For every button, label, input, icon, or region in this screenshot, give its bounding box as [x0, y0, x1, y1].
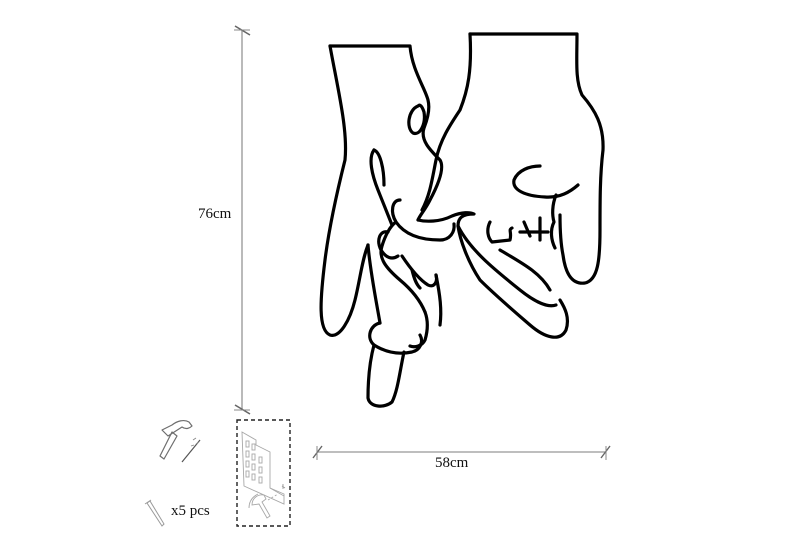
- nail-icon: [144, 499, 165, 527]
- hands-line-art: [319, 32, 605, 408]
- height-label: 76cm: [198, 206, 232, 222]
- hammer-icon: [159, 419, 201, 463]
- width-dimension-line: [312, 445, 611, 460]
- wall-mount-icon: [236, 419, 291, 527]
- height-dimension-line: [234, 25, 251, 415]
- nail-count-label: x5 pcs: [171, 503, 210, 519]
- width-label: 58cm: [435, 455, 469, 471]
